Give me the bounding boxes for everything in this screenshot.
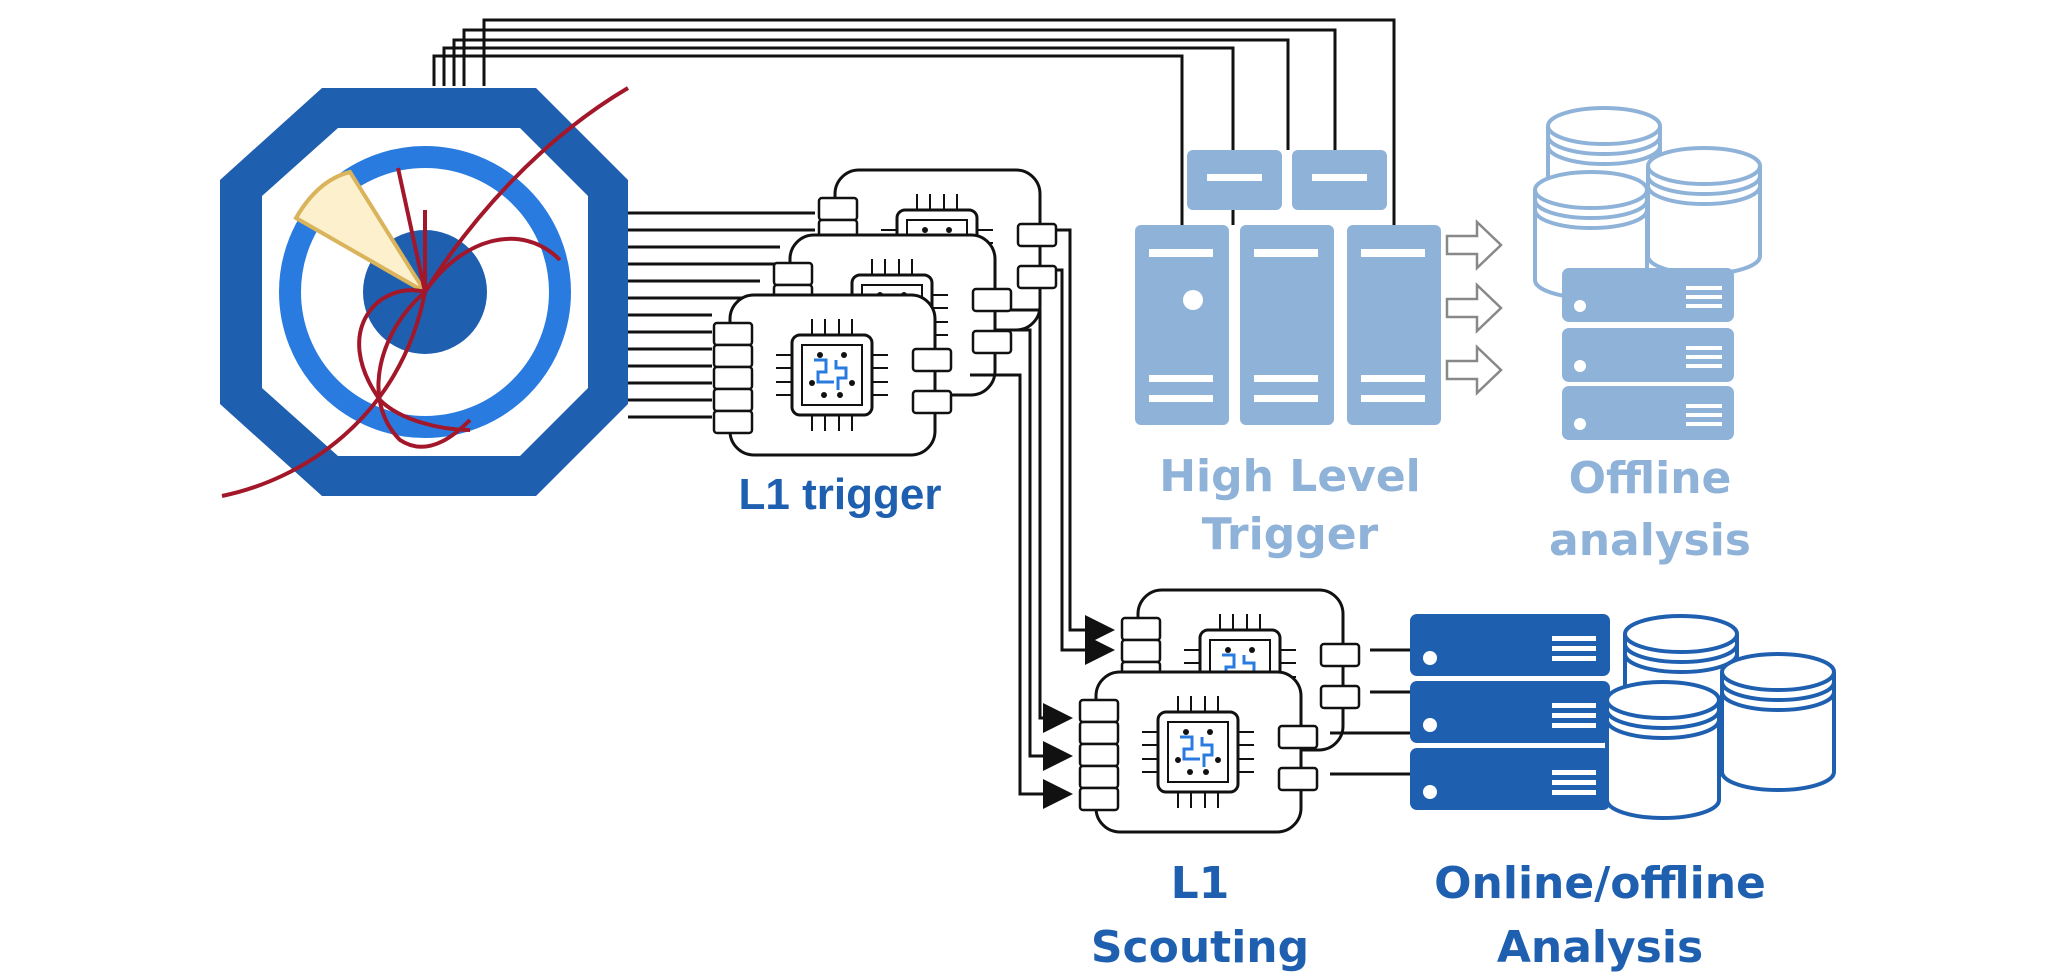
detector-octagon-icon xyxy=(220,86,630,498)
offline-label: Offline analysis xyxy=(1530,448,1770,572)
online-analysis-label: Online/offline Analysis xyxy=(1380,852,1820,980)
online-label-line2: Analysis xyxy=(1496,922,1704,973)
l1-scouting-boards xyxy=(1080,590,1359,832)
detector-to-l1-wires xyxy=(628,211,815,419)
offline-label-line2: analysis xyxy=(1549,515,1751,566)
l1-to-scouting-wires xyxy=(970,228,1115,809)
scouting-to-online-wires xyxy=(1330,648,1410,776)
scouting-label-line2: Scouting xyxy=(1090,922,1310,973)
hlt-servers xyxy=(1135,150,1441,425)
scouting-label: L1 Scouting xyxy=(1060,852,1340,980)
hlt-label-line2: Trigger xyxy=(1201,509,1379,560)
hlt-label: High Level Trigger xyxy=(1130,448,1450,564)
scouting-label-line1: L1 xyxy=(1170,858,1230,909)
l1-trigger-label: L1 trigger xyxy=(738,470,942,519)
online-storage xyxy=(1410,614,1836,820)
arrow-right-icon xyxy=(1445,220,1503,395)
offline-label-line1: Offline xyxy=(1568,453,1732,504)
detector-to-hlt-wires xyxy=(432,18,1396,225)
online-label-line1: Online/offline xyxy=(1434,858,1766,909)
offline-storage xyxy=(1533,106,1762,440)
hlt-label-line1: High Level xyxy=(1159,451,1421,502)
